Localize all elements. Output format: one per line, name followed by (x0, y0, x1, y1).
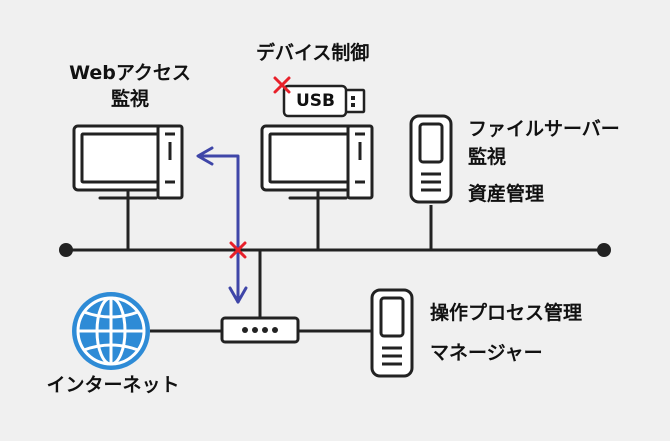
pc-center-icon (260, 124, 374, 200)
device-control-label: デバイス制御 (256, 42, 370, 64)
traffic-arrows (196, 146, 248, 304)
bus-end-left-dot (59, 243, 73, 257)
file-server-icon (409, 114, 453, 204)
connection-lines (126, 198, 433, 333)
file-server-label-line2: 監視 (468, 146, 507, 168)
router-icon (220, 316, 300, 344)
web-access-label-line1: Webアクセス (69, 62, 191, 84)
manager-server-icon (370, 288, 414, 378)
block-mark-network-icon (229, 241, 247, 259)
bus-end-right-dot (597, 243, 611, 257)
asset-management-label: 資産管理 (468, 183, 545, 205)
manager-label: マネージャー (430, 342, 543, 364)
block-mark-usb-icon (273, 76, 291, 94)
usb-stick-icon (282, 84, 366, 118)
operation-process-management-label: 操作プロセス管理 (430, 302, 583, 324)
network-bus (59, 243, 611, 257)
globe-icon (72, 292, 150, 370)
internet-label: インターネット (46, 374, 180, 396)
file-server-label-line1: ファイルサーバー (468, 118, 620, 140)
web-access-label-line2: 監視 (110, 88, 149, 110)
usb-label: USB (296, 91, 336, 111)
pc-left-icon (72, 124, 184, 200)
